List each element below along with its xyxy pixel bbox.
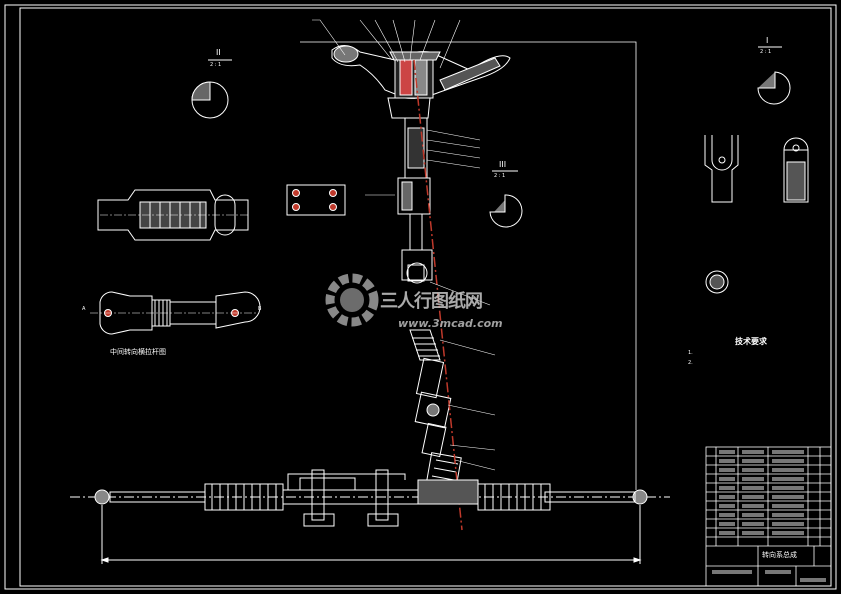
section-I-scale: 2 : 1 [760, 49, 772, 55]
section-III-scale: 2 : 1 [494, 173, 506, 179]
outer-frame [4, 4, 837, 590]
mounting-plate-view [286, 184, 346, 216]
tech-requirements-title: 技术要求 [735, 337, 767, 346]
fork-detail-views [704, 135, 809, 294]
section-I-view [757, 46, 791, 105]
section-III-view [489, 170, 523, 228]
watermark-logo [325, 273, 379, 327]
inner-frame [19, 7, 832, 587]
steering-rack [70, 469, 670, 564]
watermark-url: www.3mcad.com [398, 317, 503, 330]
section-I-title: I [766, 36, 769, 45]
section-label-a: A [82, 306, 86, 312]
column-axis [413, 59, 463, 531]
tech-requirement-item-1: 1. [688, 350, 693, 356]
tie-rod-caption: 中间转向横拉杆图 [110, 348, 166, 356]
steering-wheel [331, 45, 511, 119]
tech-requirement-item-2: 2. [688, 360, 693, 366]
leader-lines [312, 19, 496, 471]
title-block-fill-marks [712, 450, 826, 582]
section-II-scale: 2 : 1 [210, 62, 222, 68]
tie-rod-view [90, 291, 261, 335]
section-II-title: II [216, 48, 221, 57]
title-block [705, 446, 832, 587]
section-label-b: B [258, 306, 262, 312]
section-III-title: III [499, 160, 507, 169]
shaft-section-view [97, 189, 250, 241]
view-boundary [300, 41, 637, 490]
drawing-name: 转向系总成 [762, 551, 797, 559]
section-II-view [191, 59, 232, 119]
watermark-brand: 三人行图纸网 [380, 291, 483, 312]
